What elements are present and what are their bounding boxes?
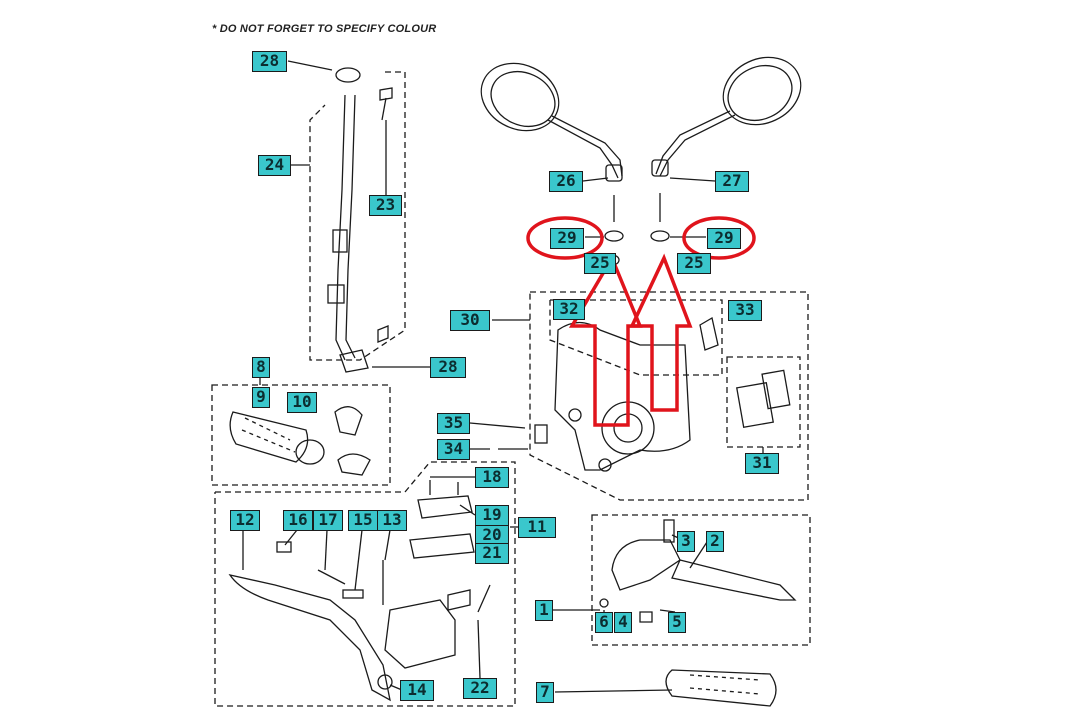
callout-10: 10 bbox=[287, 392, 317, 413]
highlight-ellipse-left bbox=[526, 216, 604, 260]
colour-note: * DO NOT FORGET TO SPECIFY COLOUR bbox=[212, 23, 437, 35]
callout-23: 23 bbox=[369, 195, 402, 216]
callout-11: 11 bbox=[518, 517, 556, 538]
brake-caliper bbox=[498, 316, 719, 472]
left-mirror bbox=[480, 62, 624, 266]
pads-frame bbox=[726, 356, 801, 448]
callout-7: 7 bbox=[536, 682, 554, 703]
callout-1: 1 bbox=[535, 600, 553, 621]
callout-24: 24 bbox=[258, 155, 291, 176]
callout-33: 33 bbox=[728, 300, 762, 321]
lever-group-frame bbox=[591, 514, 811, 646]
callout-3: 3 bbox=[677, 531, 695, 552]
leader-lines bbox=[242, 60, 764, 693]
callout-30: 30 bbox=[450, 310, 490, 331]
caliper-piston-frame bbox=[549, 299, 723, 376]
callout-2: 2 bbox=[706, 531, 724, 552]
callout-25-left: 25 bbox=[584, 253, 616, 274]
callout-9: 9 bbox=[252, 387, 270, 408]
right-grip bbox=[665, 669, 777, 707]
callout-22: 22 bbox=[463, 678, 497, 699]
right-mirror bbox=[650, 56, 802, 242]
grip-group-frame bbox=[211, 384, 391, 486]
highlight-arrow-right bbox=[629, 253, 693, 412]
callout-4: 4 bbox=[614, 612, 632, 633]
callout-29-left: 29 bbox=[550, 228, 584, 249]
callout-25-right: 25 bbox=[677, 253, 711, 274]
callout-27: 27 bbox=[715, 171, 749, 192]
callout-31: 31 bbox=[745, 453, 779, 474]
callout-28-cable-top: 28 bbox=[252, 51, 287, 72]
master-cylinder-frame bbox=[214, 461, 516, 707]
callout-32: 32 bbox=[553, 299, 585, 320]
callout-26: 26 bbox=[549, 171, 583, 192]
callout-20: 20 bbox=[475, 525, 509, 546]
group-box-frames bbox=[211, 71, 811, 707]
red-highlights bbox=[526, 216, 756, 427]
callout-8: 8 bbox=[252, 357, 270, 378]
brake-pads bbox=[736, 369, 791, 429]
callout-29-right: 29 bbox=[707, 228, 741, 249]
callout-16: 16 bbox=[283, 510, 313, 531]
callout-19: 19 bbox=[475, 505, 509, 526]
callout-28-cable-bottom: 28 bbox=[430, 357, 466, 378]
right-brake-lever bbox=[599, 519, 797, 623]
callout-13: 13 bbox=[377, 510, 407, 531]
left-grip bbox=[229, 406, 371, 476]
callout-17: 17 bbox=[313, 510, 343, 531]
callout-18: 18 bbox=[475, 467, 509, 488]
left-brake-lever bbox=[228, 541, 391, 702]
callout-6: 6 bbox=[595, 612, 613, 633]
caliper-frame bbox=[529, 291, 809, 501]
callout-35: 35 bbox=[437, 413, 470, 434]
callout-15: 15 bbox=[348, 510, 378, 531]
cable-assembly bbox=[327, 67, 393, 373]
callout-21: 21 bbox=[475, 543, 509, 564]
callout-14: 14 bbox=[400, 680, 434, 701]
clutch-cable-frame bbox=[309, 71, 406, 361]
callout-5: 5 bbox=[668, 612, 686, 633]
callout-12: 12 bbox=[230, 510, 260, 531]
callout-34: 34 bbox=[437, 439, 470, 460]
highlight-ellipse-right bbox=[682, 216, 756, 260]
